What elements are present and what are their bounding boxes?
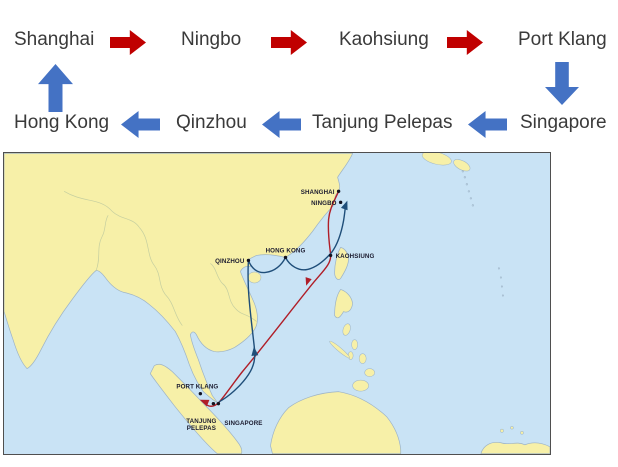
port-label-qinzhou: QINZHOU	[215, 258, 245, 265]
left-arrow-icon	[121, 111, 160, 138]
islands-southeast	[480, 426, 550, 454]
port-label-ningbo: NINGBO	[311, 200, 336, 207]
flow-city-kaohsiung: Kaohsiung	[339, 29, 429, 50]
port-label-port-klang: PORT KLANG	[176, 384, 218, 391]
islands-philippines	[329, 289, 375, 392]
island-taiwan	[334, 247, 349, 280]
route-arrowhead-red	[305, 277, 312, 286]
right-arrow-icon	[110, 30, 146, 55]
port-label-hong-kong: HONG KONG	[266, 247, 306, 254]
right-arrow-icon	[447, 30, 483, 55]
port-dot-singapore	[216, 401, 221, 406]
route-arrowhead-blue	[251, 346, 259, 356]
route-map: SHANGHAI NINGBO HONG KONG QINZHOU KAOHSIUNG P…	[3, 152, 551, 455]
port-dot-qinzhou	[246, 258, 251, 263]
route-northbound	[218, 203, 347, 403]
port-label-singapore: SINGAPORE	[224, 420, 262, 427]
port-markers: SHANGHAI NINGBO HONG KONG QINZHOU KAOHSIUNG P…	[176, 189, 374, 432]
left-arrow-icon	[468, 111, 507, 138]
ryukyu-islands	[461, 170, 504, 297]
island-borneo	[270, 391, 402, 454]
port-dot-hong-kong	[283, 255, 288, 260]
port-label-kaohsiung: KAOHSIUNG	[336, 253, 375, 260]
route-arrowhead-red	[199, 399, 210, 407]
mainland-asia	[4, 153, 353, 405]
port-dot-port-klang	[198, 391, 203, 396]
port-label-tanjung-pelepas: PELEPAS	[187, 425, 216, 432]
flow-city-singapore: Singapore	[520, 112, 607, 133]
flow-city-port-klang: Port Klang	[518, 29, 607, 50]
island-sumatra	[149, 363, 243, 454]
flow-city-qinzhou: Qinzhou	[176, 112, 247, 133]
island-japan	[453, 159, 471, 172]
port-dot-shanghai	[336, 189, 341, 193]
left-arrow-icon	[262, 111, 301, 138]
flow-city-tanjung-pelepas: Tanjung Pelepas	[312, 112, 453, 133]
up-arrow-icon	[38, 64, 73, 112]
port-label-shanghai: SHANGHAI	[301, 189, 335, 196]
right-arrow-icon	[271, 30, 307, 55]
port-label-tanjung-pelepas: TANJUNG	[186, 418, 216, 425]
down-arrow-icon	[545, 62, 579, 105]
port-dot-tanjung-pelepas	[211, 401, 216, 406]
island-hainan	[247, 271, 262, 284]
flow-city-shanghai: Shanghai	[14, 29, 95, 50]
flow-city-hong-kong: Hong Kong	[14, 112, 110, 133]
port-dot-ningbo	[338, 200, 343, 205]
port-dot-kaohsiung	[328, 253, 333, 258]
route-arrowhead-blue	[340, 200, 348, 211]
flow-city-ningbo: Ningbo	[181, 29, 242, 50]
island-japan	[421, 153, 452, 166]
